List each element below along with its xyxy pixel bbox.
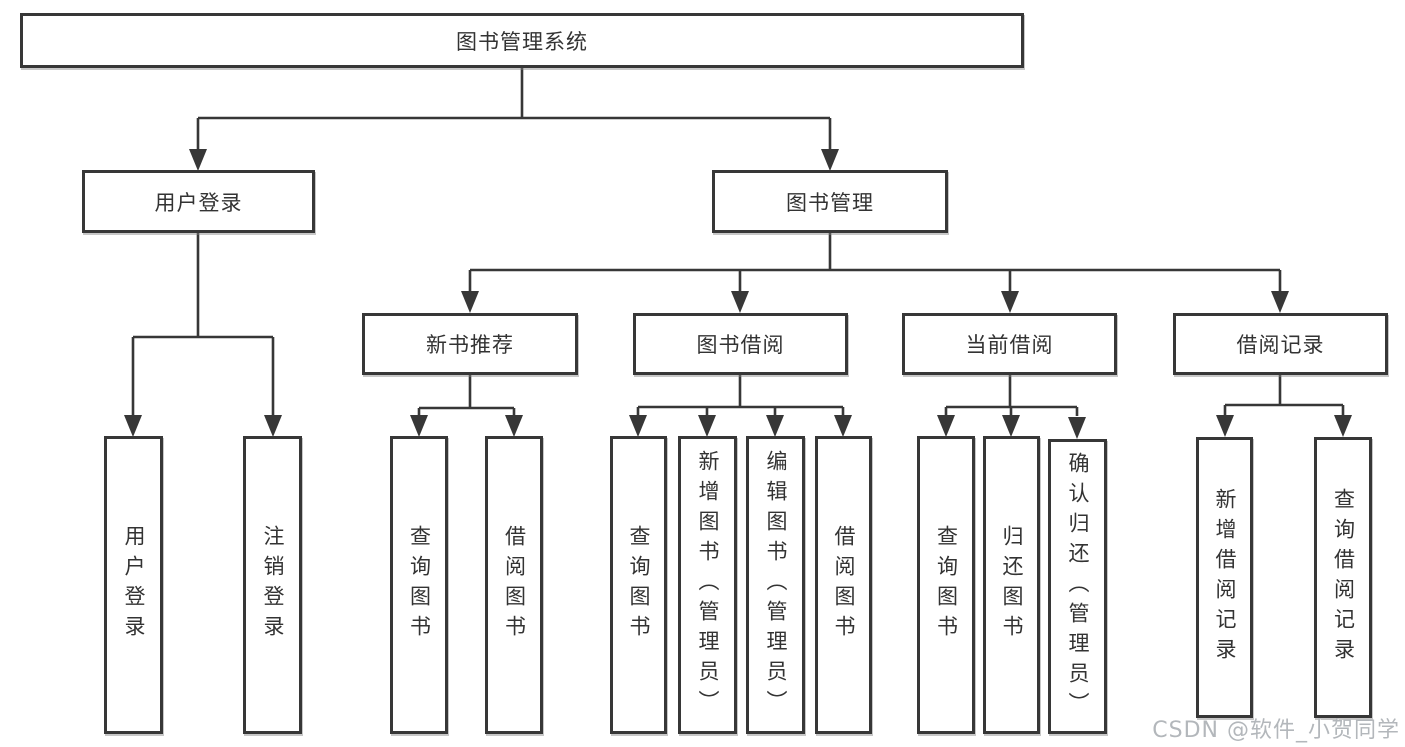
node-book-borrow: 图书借阅 (633, 313, 848, 375)
leaf-logout: 注销登录 (243, 436, 302, 734)
leaf-add-borrow-record: 新增借阅记录 (1196, 437, 1253, 718)
arrowhead (1334, 415, 1352, 437)
arrowhead (505, 415, 523, 437)
node-book-management: 图书管理 (712, 170, 948, 233)
arrowhead (1068, 417, 1086, 439)
leaf-search-borrow-record-label: 查询借阅记录 (1331, 487, 1356, 668)
leaf-add-borrow-record-label: 新增借阅记录 (1213, 487, 1237, 668)
arrowhead (937, 415, 955, 437)
leaf-edit-books-admin-label: 编辑图书（管理员） (764, 450, 788, 720)
node-current-borrow: 当前借阅 (902, 313, 1117, 375)
node-borrow-records-label: 借阅记录 (1236, 333, 1325, 357)
arrowhead (766, 415, 784, 437)
arrowhead (731, 291, 749, 313)
node-root-label: 图书管理系统 (456, 29, 588, 54)
leaf-logout-label: 注销登录 (261, 525, 285, 645)
arrowhead (461, 291, 479, 313)
leaf-edit-books-admin: 编辑图书（管理员） (746, 436, 805, 734)
leaf-recommend-search-books: 查询图书 (390, 436, 448, 734)
node-new-book-recommend-label: 新书推荐 (426, 333, 514, 357)
arrowhead (410, 415, 428, 437)
leaf-recommend-borrow-books: 借阅图书 (485, 436, 543, 734)
leaf-return-books: 归还图书 (983, 436, 1040, 734)
node-user-login: 用户登录 (82, 170, 315, 233)
leaf-confirm-return-admin-label: 确认归还（管理员） (1066, 451, 1090, 722)
arrowhead (124, 415, 142, 437)
leaf-recommend-search-books-label: 查询图书 (407, 525, 432, 645)
node-book-management-label: 图书管理 (786, 190, 874, 215)
node-new-book-recommend: 新书推荐 (362, 313, 578, 375)
arrowhead (698, 415, 716, 437)
leaf-add-books-admin-label: 新增图书（管理员） (696, 450, 720, 720)
leaf-add-books-admin: 新增图书（管理员） (678, 436, 737, 734)
leaf-borrow-search-books: 查询图书 (610, 436, 667, 734)
leaf-user-login-label: 用户登录 (122, 525, 146, 645)
node-book-borrow-label: 图书借阅 (696, 333, 785, 357)
leaf-confirm-return-admin: 确认归还（管理员） (1048, 439, 1107, 734)
arrowhead (189, 149, 207, 171)
arrowhead (1271, 291, 1289, 313)
leaf-current-search-books: 查询图书 (917, 436, 975, 734)
node-user-login-label: 用户登录 (154, 190, 243, 215)
arrowhead (1216, 415, 1234, 437)
arrowhead (264, 415, 282, 437)
leaf-current-search-books-label: 查询图书 (934, 525, 959, 645)
leaf-search-borrow-record: 查询借阅记录 (1314, 437, 1372, 718)
arrowhead (629, 415, 647, 437)
node-root: 图书管理系统 (20, 13, 1024, 68)
node-current-borrow-label: 当前借阅 (965, 333, 1054, 357)
leaf-borrow-books-label: 借阅图书 (832, 525, 856, 645)
leaf-borrow-search-books-label: 查询图书 (627, 525, 651, 645)
leaf-borrow-books: 借阅图书 (815, 436, 872, 734)
leaf-user-login: 用户登录 (104, 436, 163, 734)
arrowhead (821, 149, 839, 171)
arrowhead (1001, 291, 1019, 313)
arrowhead (834, 415, 852, 437)
leaf-recommend-borrow-books-label: 借阅图书 (502, 525, 527, 645)
arrowhead (1002, 415, 1020, 437)
csdn-watermark: CSDN @软件_小贺同学 (1152, 718, 1400, 743)
node-borrow-records: 借阅记录 (1173, 313, 1388, 375)
leaf-return-books-label: 归还图书 (1000, 525, 1024, 645)
